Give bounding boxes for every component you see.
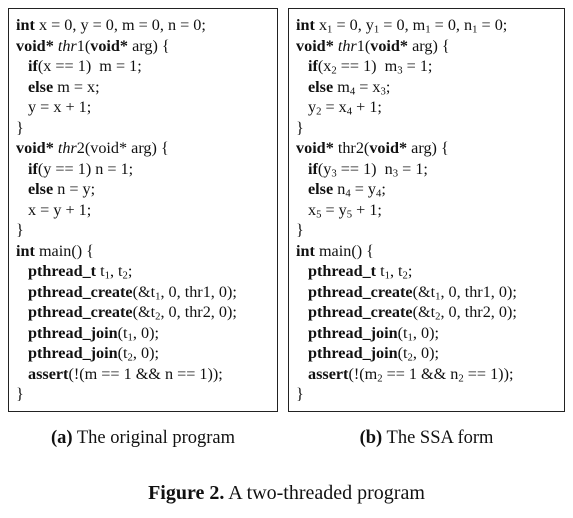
code-line: y = x + 1; [28,98,92,116]
code-line: x = y + 1; [28,200,92,219]
code-line: } [296,118,304,137]
code-line: pthread_t t1, t2; [28,262,133,282]
subcaption-tag: (b) [359,428,383,448]
code-line: assert(!(m2 == 1 && n2 == 1)); [308,364,514,385]
code-line: pthread_create(&t1, 0, thr1, 0); [308,282,517,303]
code-line: if(y == 1) n = 1; [28,159,134,178]
code-line: void* thr1(void* arg) { [16,36,170,55]
code-line: int main() { [296,241,374,260]
subcaption-text: The SSA form [386,428,494,448]
code-line: } [16,221,24,239]
code-line: pthread_join(t2, 0); [308,344,439,364]
code-line: } [296,385,304,403]
code-line: else m = x; [28,77,100,96]
code-line: int main() { [16,241,94,260]
code-line: if(x == 1) m = 1; [28,57,142,75]
figure-caption: Figure 2. A two-threaded program [0,482,573,505]
code-line: } [296,221,304,239]
code-line: assert(!(m == 1 && n == 1)); [28,364,223,383]
code-line: pthread_t t1, t2; [308,262,413,282]
code-line: int x = 0, y = 0, m = 0, n = 0; [16,16,206,34]
code-line: if(x2 == 1) m3 = 1; [308,57,433,77]
subcaption-original: (a) The original program [8,428,278,449]
code-panel-ssa: int x1 = 0, y1 = 0, m1 = 0, n1 = 0; void… [288,8,565,412]
code-line: pthread_join(t1, 0); [28,323,159,344]
code-line: pthread_join(t2, 0); [28,344,159,364]
code-line: pthread_create(&t1, 0, thr1, 0); [28,282,237,303]
code-line: int x1 = 0, y1 = 0, m1 = 0, n1 = 0; [296,16,508,36]
code-line: x5 = y5 + 1; [308,200,382,221]
code-line: } [16,385,24,403]
code-line: pthread_join(t1, 0); [308,323,439,344]
code-line: void* thr2(void* arg) { [16,139,169,157]
subcaption-tag: (a) [50,428,73,448]
code-line: void* thr1(void* arg) { [296,36,450,55]
code-line: y2 = x4 + 1; [308,98,382,118]
code-line: if(y3 == 1) n3 = 1; [308,159,428,180]
code-line: else n4 = y4; [308,180,386,200]
code-line: else m4 = x3; [308,77,391,98]
code-line: else n = y; [28,180,96,198]
subcaption-ssa: (b) The SSA form [288,428,565,449]
code-panel-original: int x = 0, y = 0, m = 0, n = 0; void* th… [8,8,278,412]
subcaption-text: The original program [76,428,236,448]
code-line: pthread_create(&t2, 0, thr2, 0); [308,303,517,323]
code-line: void* thr2(void* arg) { [296,139,449,157]
figure-title: A two-threaded program [228,482,425,504]
figure-label: Figure 2. [148,482,225,504]
code-line: } [16,118,24,137]
code-line: pthread_create(&t2, 0, thr2, 0); [28,303,237,323]
